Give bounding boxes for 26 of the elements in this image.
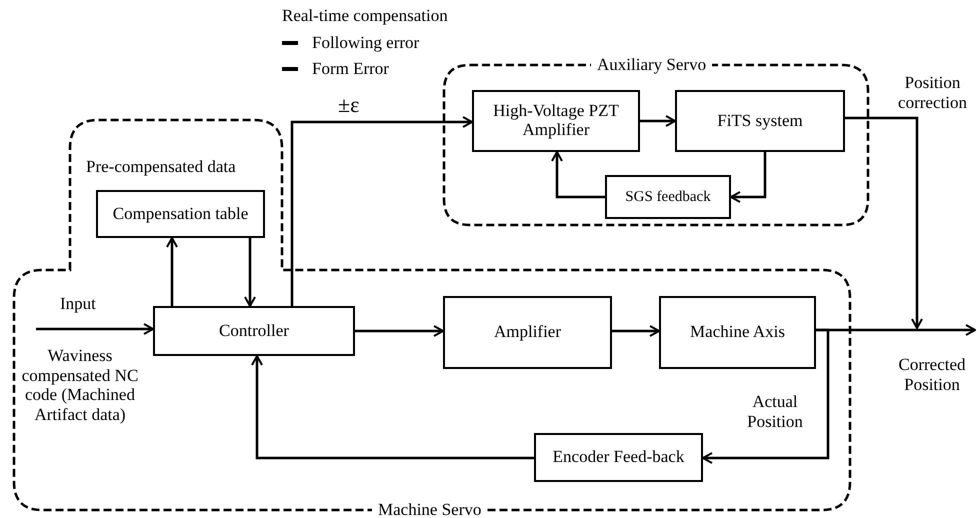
process-box: Compensation table bbox=[96, 190, 265, 238]
note-text: Waviness compensated NC code (Machined Artifact data) bbox=[20, 346, 140, 424]
region-title: Auxiliary Servo bbox=[591, 56, 712, 73]
arrow bbox=[251, 355, 534, 460]
arrow bbox=[244, 238, 256, 307]
process-box: Controller bbox=[153, 306, 355, 356]
arrow bbox=[845, 116, 923, 329]
arrow bbox=[290, 116, 473, 306]
arrow bbox=[612, 325, 660, 337]
process-box: Machine Axis bbox=[659, 296, 816, 369]
arrow bbox=[355, 325, 444, 337]
process-box: High-Voltage PZT Amplifier bbox=[472, 90, 640, 152]
arrow bbox=[166, 237, 178, 306]
arrow bbox=[640, 115, 676, 127]
arrow bbox=[702, 328, 830, 464]
process-box: FiTS system bbox=[675, 90, 845, 152]
process-box: Amplifier bbox=[443, 296, 612, 369]
arrow bbox=[551, 151, 605, 198]
process-box: Encoder Feed-back bbox=[534, 433, 703, 482]
arrow bbox=[730, 152, 766, 203]
process-box: SGS feedback bbox=[605, 175, 731, 219]
legend-text: Following error bbox=[312, 34, 420, 51]
legend-text: Form Error bbox=[312, 60, 389, 77]
arrow bbox=[36, 323, 154, 335]
region-title: Pre-compensated data bbox=[85, 158, 237, 175]
legend-title: Real-time compensation bbox=[282, 6, 448, 26]
